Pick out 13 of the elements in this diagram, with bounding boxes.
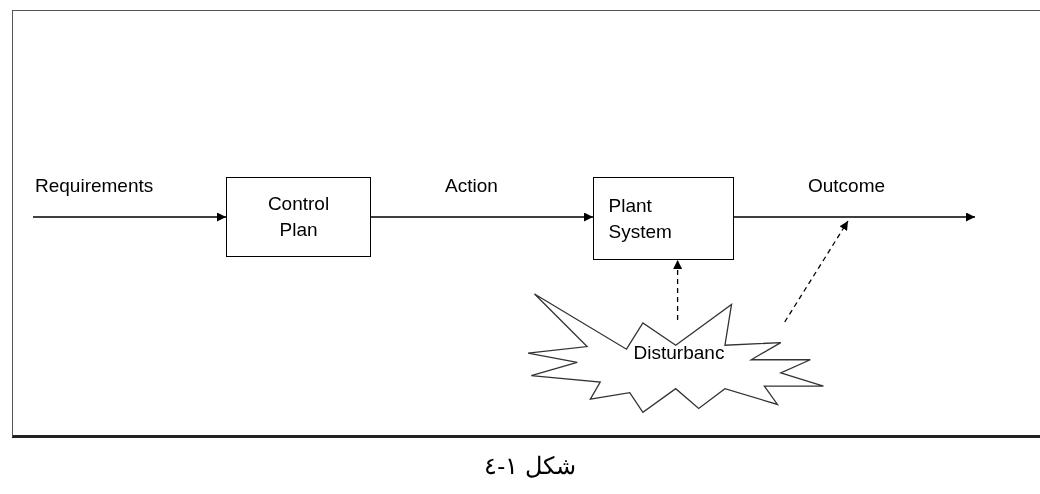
arrow — [32, 212, 227, 222]
edge-label: Requirements — [35, 176, 154, 195]
node-label: Disturbanc — [632, 340, 726, 365]
node-label: Control Plan — [266, 192, 331, 242]
node-label: Plant System — [608, 193, 673, 244]
arrow — [370, 212, 594, 222]
edge-label: Outcome — [808, 176, 886, 195]
arrow — [733, 212, 976, 222]
process-box — [226, 177, 371, 257]
process-box — [593, 177, 734, 260]
arrow — [784, 220, 849, 323]
edge-label: Action — [445, 176, 498, 195]
caption: شكل ١-٤ — [483, 451, 577, 481]
